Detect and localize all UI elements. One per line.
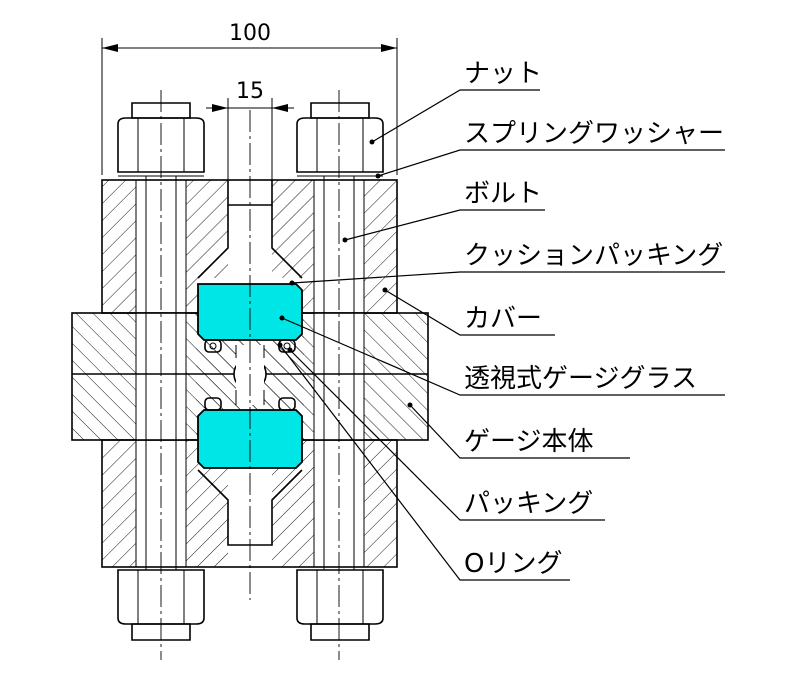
- dimension-15-value: 15: [236, 79, 264, 104]
- nut-top-right: [296, 102, 384, 177]
- label-o-ring: Oリング: [464, 549, 562, 579]
- part-labels: ナット スプリングワッシャー ボルト クッションパッキング カバー 透視式ゲージ…: [464, 59, 724, 579]
- label-transparent-gauge-glass: 透視式ゲージグラス: [464, 364, 697, 394]
- bolt-left: [145, 176, 177, 570]
- label-bolt: ボルト: [464, 179, 542, 209]
- cushion-packing-bottom: [197, 409, 303, 469]
- dimension-100: 100: [101, 21, 398, 175]
- label-cover: カバー: [464, 304, 542, 334]
- leader-lines: [277, 89, 725, 581]
- dimension-100-value: 100: [229, 21, 271, 46]
- label-gauge-body: ゲージ本体: [464, 427, 593, 457]
- label-nut: ナット: [464, 59, 542, 89]
- label-cushion-packing: クッションパッキング: [464, 241, 723, 271]
- nut-top-left: [117, 102, 205, 177]
- bolt-right: [323, 176, 355, 570]
- nut-bottom-left: [117, 569, 205, 641]
- center-lines: [160, 90, 340, 660]
- nut-bottom-right: [296, 569, 384, 641]
- label-packing: パッキング: [464, 489, 593, 519]
- dimension-15: 15: [206, 79, 294, 200]
- label-spring-washer: スプリングワッシャー: [464, 119, 724, 149]
